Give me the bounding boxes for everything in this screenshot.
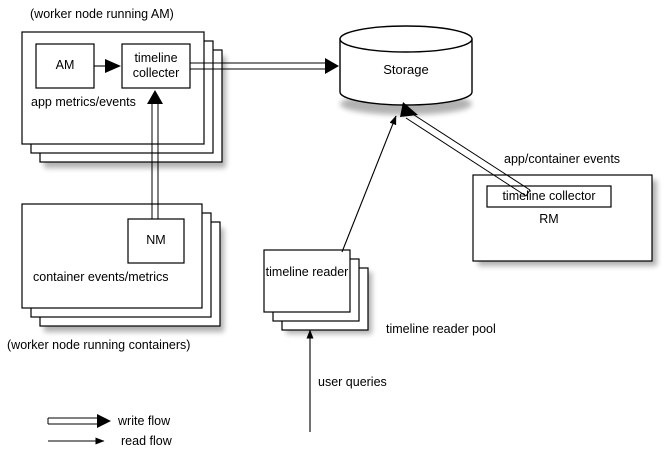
timeline-reader-card-front [263, 249, 351, 313]
arrow-collecter-to-storage [189, 58, 339, 74]
am-timeline-collecter-box [121, 43, 191, 89]
app-container-events-label: app/container events [504, 152, 621, 166]
legend-write-flow-label: write flow [118, 414, 171, 428]
arrow-nm-to-collecter [147, 90, 163, 220]
arrow-storage-to-reader [341, 115, 397, 253]
am-timeline-collecter-label: timeline collecter [132, 51, 180, 80]
container-events-metrics-label: container events/metrics [33, 270, 169, 284]
nm-box-label: NM [146, 233, 166, 247]
rm-box-label: RM [539, 212, 559, 226]
worker-node-am-stack [21, 31, 226, 168]
am-box-label: AM [55, 58, 75, 72]
legend-read-flow-label: read flow [121, 434, 172, 448]
legend-write-flow-arrow [47, 414, 111, 428]
timeline-reader-label: timeline reader [265, 265, 349, 279]
timeline-reader-pool-label: timeline reader pool [386, 322, 496, 336]
nm-component-box [127, 218, 185, 264]
worker-node-containers-stack [21, 203, 224, 332]
rm-timeline-collector-label: timeline collector [502, 189, 596, 203]
arrow-rm-collector-to-storage [400, 102, 531, 197]
storage-cylinder [339, 25, 473, 115]
worker-node-containers-caption: (worker node running containers) [7, 338, 191, 352]
user-queries-label: user queries [318, 375, 387, 389]
storage-label: Storage [383, 62, 429, 77]
worker-node-am-caption: (worker node running AM) [30, 7, 174, 21]
timeline-reader-stack [263, 249, 372, 334]
arrow-am-to-collecter [94, 59, 121, 73]
app-metrics-events-label: app metrics/events [31, 95, 136, 109]
